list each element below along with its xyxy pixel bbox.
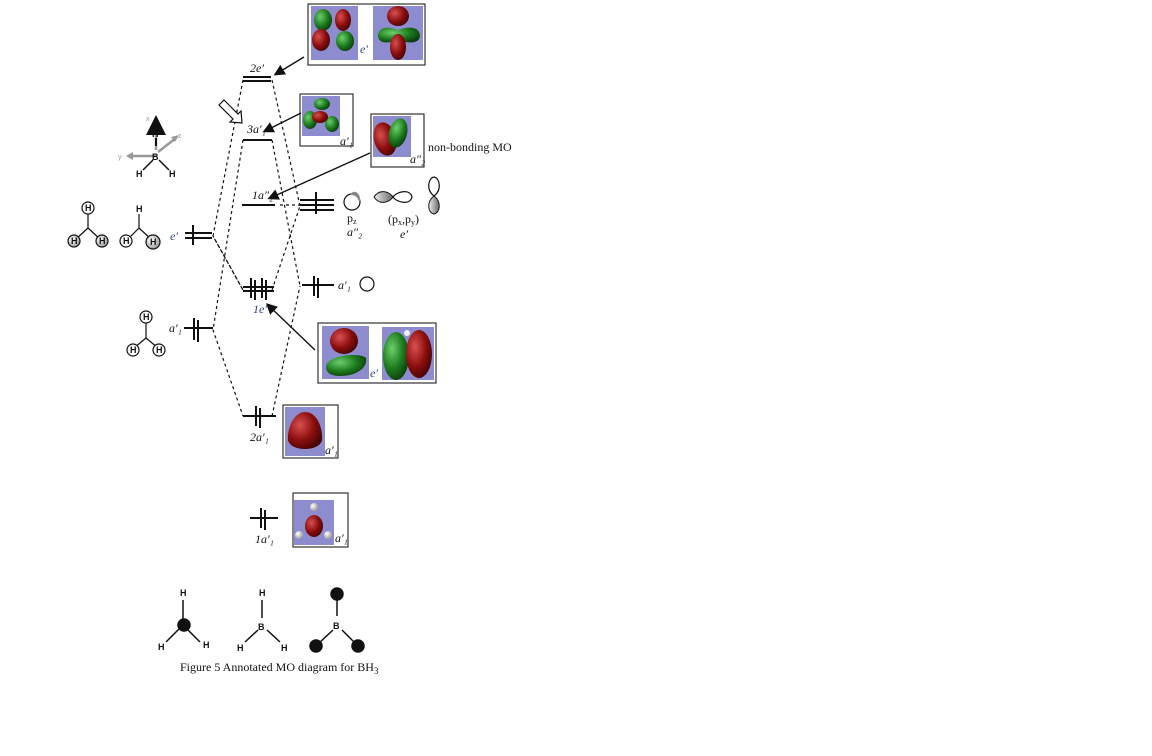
mo-picture-2a1: a′₁ <box>282 404 339 459</box>
boron-level-s: a′₁ <box>302 276 375 298</box>
svg-text:y: y <box>118 154 122 161</box>
h-atom-label: H <box>85 203 92 213</box>
mo-picture-3a1: a′₁ <box>299 93 354 148</box>
label-3a1: 3a′₁ <box>246 122 266 136</box>
b-atom-label: B <box>333 621 340 631</box>
label-fragment-e: e′ <box>170 229 178 243</box>
label-boron-a1: a′₁ <box>338 278 351 292</box>
svg-text:a″₂: a″₂ <box>410 152 425 166</box>
coordinate-axes-icon: x y z H B H H <box>118 115 182 179</box>
h-atom-label: H <box>281 643 288 653</box>
svg-text:H: H <box>169 169 176 179</box>
mo-level-1e: 1e′ <box>243 278 274 316</box>
mo-picture-1a2: a″₂ <box>370 113 425 168</box>
svg-text:H: H <box>136 169 143 179</box>
pz-orbital-icon <box>343 191 361 211</box>
svg-text:B: B <box>152 152 159 162</box>
electron-pair-icon <box>260 508 266 530</box>
hollow-arrow-icon <box>218 99 243 124</box>
s-orbital-icon <box>359 276 375 292</box>
h-atom-label: H <box>130 345 137 355</box>
label-pz: pz <box>347 211 357 226</box>
svg-text:x: x <box>146 116 150 123</box>
py-orbital-icon <box>428 176 440 215</box>
structure-b-dots <box>309 587 365 653</box>
h-atom-label: H <box>143 312 150 322</box>
structure-h3-dot <box>165 600 201 643</box>
h-atom-label: H <box>123 236 130 246</box>
correlation-lines <box>212 79 301 417</box>
svg-text:a′₁: a′₁ <box>335 531 348 545</box>
h-atom-label: H <box>180 588 187 598</box>
h-atom-label: H <box>136 204 143 214</box>
h-atom-label: H <box>203 640 210 650</box>
structure-bh3 <box>244 600 281 643</box>
label-pxpy: (px,py) <box>388 212 419 227</box>
label-1a2: 1a″₂ <box>252 188 273 202</box>
b-atom-label: B <box>258 622 265 632</box>
svg-text:e′: e′ <box>370 366 378 380</box>
h-atom-label: H <box>158 642 165 652</box>
h3-fragment-a1 <box>126 310 166 357</box>
mo-level-1a1: 1a′₁ <box>250 508 278 546</box>
mo-level-1a2: 1a″₂ <box>242 188 275 206</box>
fragment-level-a1: a′₁ <box>169 318 213 342</box>
fragment-level-e: e′ <box>170 225 212 245</box>
svg-text:a′₁: a′₁ <box>340 134 353 148</box>
h-atom-label: H <box>259 588 266 598</box>
h3-fragment-e-2 <box>119 214 161 250</box>
boron-level-p <box>300 192 334 214</box>
mo-picture-1a1: a′₁ <box>292 492 349 548</box>
label-2e: 2e′ <box>250 61 264 75</box>
svg-text:H: H <box>152 129 159 139</box>
label-1e: 1e′ <box>253 302 267 316</box>
svg-text:z: z <box>178 133 182 140</box>
label-pz-symmetry: a″₂ <box>347 225 362 239</box>
label-1a1: 1a′₁ <box>255 532 274 546</box>
h-atom-label: H <box>237 643 244 653</box>
h-atom-label: H <box>99 236 106 246</box>
svg-text:a′₁: a′₁ <box>325 443 338 457</box>
px-orbital-icon <box>373 191 413 203</box>
annotation-arrows <box>262 56 371 351</box>
electron-pair-icon <box>255 406 261 428</box>
h-atom-label: H <box>156 345 163 355</box>
h3-fragment-e-1 <box>67 201 109 248</box>
label-pxpy-symmetry: e′ <box>400 227 408 241</box>
h-atom-label: H <box>150 237 157 247</box>
mo-picture-2e: e′ <box>307 3 426 66</box>
h-atom-label: H <box>71 236 78 246</box>
svg-text:e′: e′ <box>360 42 368 56</box>
mo-level-2a1: 2a′₁ <box>243 406 276 444</box>
label-2a1: 2a′₁ <box>250 430 269 444</box>
figure-caption: Figure 5 Annotated MO diagram for BH3 <box>180 660 379 676</box>
label-fragment-a1: a′₁ <box>169 321 182 335</box>
nonbonding-annotation: non-bonding MO <box>428 140 512 154</box>
mo-level-2e: 2e′ <box>243 61 271 82</box>
mo-picture-1e: e′ <box>317 322 437 384</box>
electron-pair-icon <box>250 278 267 300</box>
mo-level-3a1: 3a′₁ <box>243 122 272 141</box>
